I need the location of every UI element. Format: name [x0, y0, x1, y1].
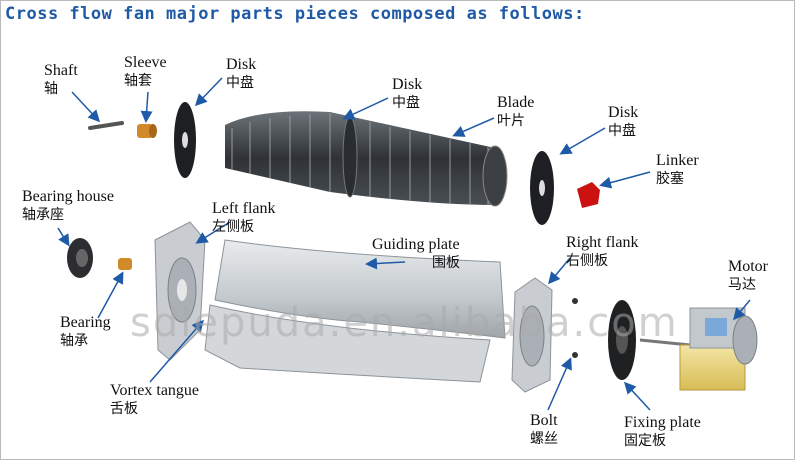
arrow-disk-middle [342, 97, 389, 120]
right-flank-part [511, 277, 553, 393]
arrow-motor [733, 299, 751, 321]
arrow-disk-left [194, 77, 223, 107]
bearing-house-part [67, 238, 93, 278]
linker-part [577, 182, 600, 208]
vortex-tongue-part [204, 304, 491, 383]
shaft-part [88, 121, 124, 130]
disk-right-part [530, 151, 554, 225]
guiding-plate-part [214, 239, 506, 339]
arrow-fixing-plate [623, 381, 651, 411]
arrow-disk-right [559, 127, 606, 155]
arrow-bearing-house [57, 227, 70, 247]
sleeve-part [137, 124, 157, 138]
arrow-guiding-plate [365, 257, 406, 270]
arrow-bolt [547, 357, 572, 411]
arrow-blade [452, 117, 495, 137]
arrow-shaft [71, 91, 101, 123]
arrow-linker [599, 171, 651, 189]
leader-arrows [57, 77, 751, 411]
disk-left-part [174, 102, 196, 178]
diagram-title: Cross flow fan major parts pieces compos… [5, 4, 585, 24]
arrow-left-flank [195, 221, 231, 244]
bearing-part [118, 258, 132, 270]
arrow-vortex-tangue [149, 319, 204, 383]
watermark: sdlepuda.en.alibaba.com [130, 300, 679, 346]
fixing-plate-part [608, 300, 636, 380]
blade-rotor-part [225, 111, 508, 207]
arrow-bearing [97, 271, 124, 319]
arrow-right-flank [548, 257, 571, 285]
bolt-part [572, 298, 578, 358]
arrow-sleeve [140, 91, 153, 123]
